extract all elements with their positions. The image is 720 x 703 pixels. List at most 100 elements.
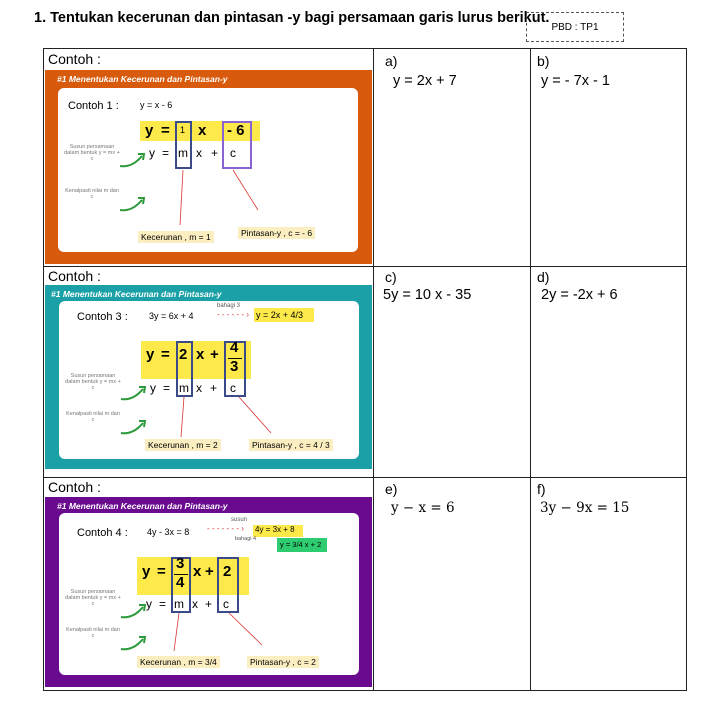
exercise-equation: 3y − 9x = 15: [540, 500, 630, 516]
note-kenal: Kenalpasti nilai m dan c: [65, 188, 119, 200]
form-y: y: [146, 597, 152, 611]
highlight: [140, 121, 260, 141]
exercise-equation: y = - 7x - 1: [541, 73, 610, 89]
green-highlight: [277, 538, 327, 552]
form-c: c: [230, 381, 236, 395]
eq-y: y: [145, 122, 154, 139]
highlight: [141, 341, 251, 379]
kecerunan-result: Kecerunan , m = 1: [138, 231, 214, 243]
eq-plus: +: [205, 563, 214, 580]
exercise-equation: y = 2x + 7: [393, 73, 457, 89]
form-c: c: [223, 597, 229, 611]
contoh-label: Contoh :: [48, 268, 101, 284]
example-body: Contoh 1 : y = x - 6 y = 1 x - 6 y = m x…: [58, 88, 358, 252]
note-susun: Susun persamaan dalam bentuk y = mx + c: [64, 144, 120, 162]
result-equation: y = 2x + 4/3: [256, 310, 304, 320]
form-y: y: [150, 381, 156, 395]
highlight: [253, 525, 303, 537]
eq-c-value: 2: [223, 563, 232, 580]
exercise-letter: a): [385, 53, 398, 69]
pointer-lines: [179, 169, 259, 226]
eq-c-denominator: 3: [230, 358, 239, 375]
eq-equals: =: [161, 346, 170, 363]
eq-x: x: [193, 563, 202, 580]
pintasan-result: Pintasan-y , c = 4 / 3: [249, 439, 333, 451]
exercise-letter: e): [385, 481, 398, 497]
form-x: x: [196, 146, 202, 160]
example-card-1: #1 Menentukan Kecerunan dan Pintasan-y C…: [45, 70, 372, 264]
susun-note: susun: [231, 517, 248, 523]
form-plus: +: [210, 381, 218, 395]
pbd-label-box: PBD : TP1: [526, 12, 624, 42]
highlight: [254, 308, 314, 322]
curved-arrow-icon: [120, 420, 147, 435]
example-card-4: #1 Menentukan Kecerunan dan Pintasan-y C…: [45, 497, 372, 687]
pointer-lines: [173, 612, 263, 652]
table-divider: [44, 477, 686, 478]
eq-m-value: 1: [180, 125, 186, 135]
eq-y: y: [142, 563, 151, 580]
example-card-3: #1 Menentukan Kecerunan dan Pintasan-y C…: [45, 285, 372, 469]
example-number: Contoh 4 :: [77, 527, 128, 539]
given-equation: 3y = 6x + 4: [149, 311, 194, 321]
form-m: m: [179, 381, 189, 395]
contoh-label: Contoh :: [48, 51, 101, 67]
example-body: Contoh 4 : 4y - 3x = 8 susun - - - - - -…: [59, 513, 359, 675]
m-box: [176, 341, 193, 397]
example-header: #1 Menentukan Kecerunan dan Pintasan-y: [57, 501, 228, 511]
eq-x: x: [198, 122, 207, 139]
example-number: Contoh 1 :: [68, 100, 119, 112]
c-box: [222, 121, 252, 169]
note-susun: Susun persamaan dalam bentuk y = mx + c: [65, 373, 121, 391]
eq-x: x: [196, 346, 205, 363]
example-number: Contoh 3 :: [77, 311, 128, 323]
form-x: x: [196, 381, 202, 395]
curved-arrow-icon: [119, 197, 146, 212]
form-c: c: [230, 146, 236, 160]
contoh-label: Contoh :: [48, 479, 101, 495]
example-body: Contoh 3 : 3y = 6x + 4 bahagi 3 - - - - …: [59, 301, 359, 459]
eq-y: y: [146, 346, 155, 363]
kecerunan-result: Kecerunan , m = 3/4: [137, 656, 220, 668]
curved-arrow-icon: [120, 386, 147, 401]
curved-arrow-icon: [119, 153, 146, 168]
form-plus: +: [211, 146, 219, 160]
form-m: m: [178, 146, 188, 160]
example-header: #1 Menentukan Kecerunan dan Pintasan-y: [57, 74, 228, 84]
question-title: 1. Tentukan kecerunan dan pintasan -y ba…: [34, 10, 550, 26]
eq-equals: =: [157, 563, 166, 580]
exercise-equation: y − x = 6: [391, 500, 455, 516]
kecerunan-result: Kecerunan , m = 2: [145, 439, 221, 451]
form-y: y: [149, 146, 155, 160]
highlight: [137, 557, 249, 595]
pointer-lines: [180, 396, 272, 438]
step2-equation: y = 3/4 x + 2: [280, 540, 322, 549]
m-box: [171, 557, 191, 613]
bahagi-note: bahagi 3: [217, 303, 241, 309]
c-box: [217, 557, 239, 613]
curved-arrow-icon: [120, 636, 147, 651]
eq-c-numerator: 4: [230, 339, 239, 356]
curved-arrow-icon: [120, 604, 147, 619]
given-equation: 4y - 3x = 8: [147, 527, 190, 537]
eq-c-value: - 6: [227, 122, 245, 139]
form-x: x: [192, 597, 198, 611]
form-plus: +: [205, 597, 213, 611]
bahagi-note: bahagi 4: [235, 536, 257, 542]
eq-m-denominator: 4: [176, 574, 185, 591]
fraction-bar: [174, 574, 188, 575]
exercise-letter: b): [537, 53, 550, 69]
pbd-label: PBD : TP1: [551, 21, 599, 33]
form-equals: =: [163, 381, 171, 395]
dashed-arrow: - - - - - - ›: [217, 310, 249, 319]
form-equals: =: [162, 146, 170, 160]
pintasan-result: Pintasan-y , c = - 6: [238, 227, 316, 239]
table-divider: [530, 49, 531, 690]
exercise-letter: c): [385, 269, 397, 285]
note-kenal: Kenalpasti nilai m dan c: [66, 627, 120, 639]
eq-m-numerator: 3: [176, 555, 185, 572]
eq-equals: =: [161, 122, 170, 139]
c-box: [224, 341, 246, 397]
table-divider: [44, 266, 686, 267]
dashed-arrow: - - - - - - - ›: [207, 524, 244, 533]
